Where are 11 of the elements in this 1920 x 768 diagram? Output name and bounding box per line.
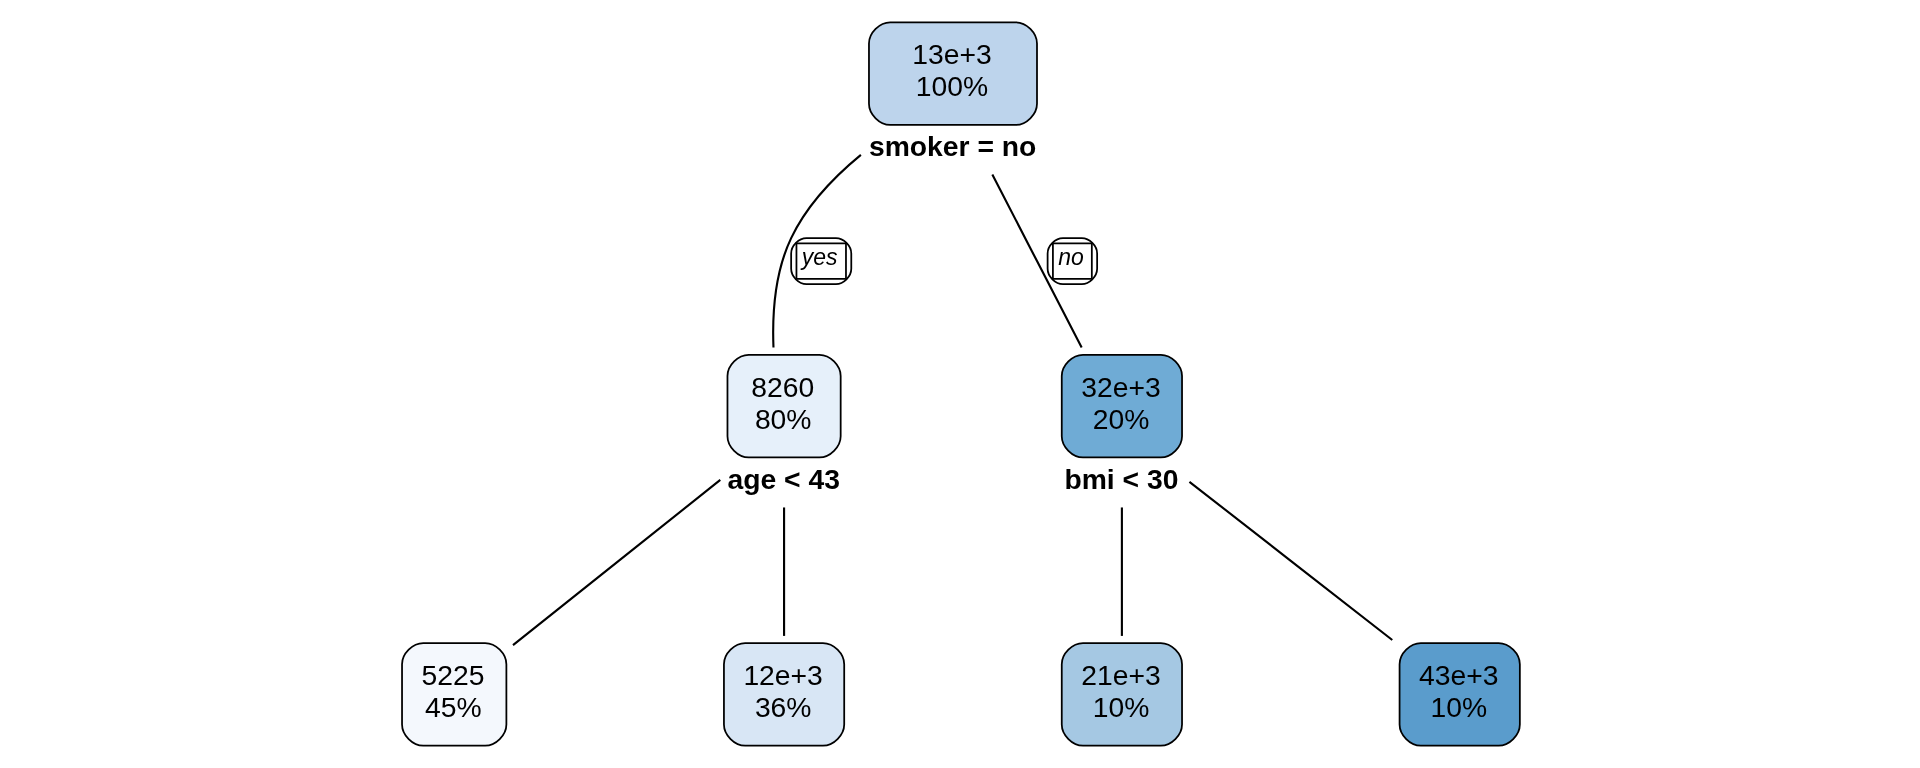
node-label: bmi < 30 bbox=[1063, 462, 1178, 495]
node-label: age < 43 bbox=[726, 462, 840, 495]
connector bbox=[771, 154, 862, 348]
edge-label: yes bbox=[801, 244, 838, 271]
connector bbox=[1188, 480, 1393, 641]
connector bbox=[990, 174, 1083, 349]
edge-label: no bbox=[1057, 244, 1084, 271]
connector bbox=[1120, 507, 1123, 636]
connector bbox=[782, 507, 785, 636]
node-label: smoker = no bbox=[868, 130, 1036, 163]
connector bbox=[511, 479, 721, 646]
